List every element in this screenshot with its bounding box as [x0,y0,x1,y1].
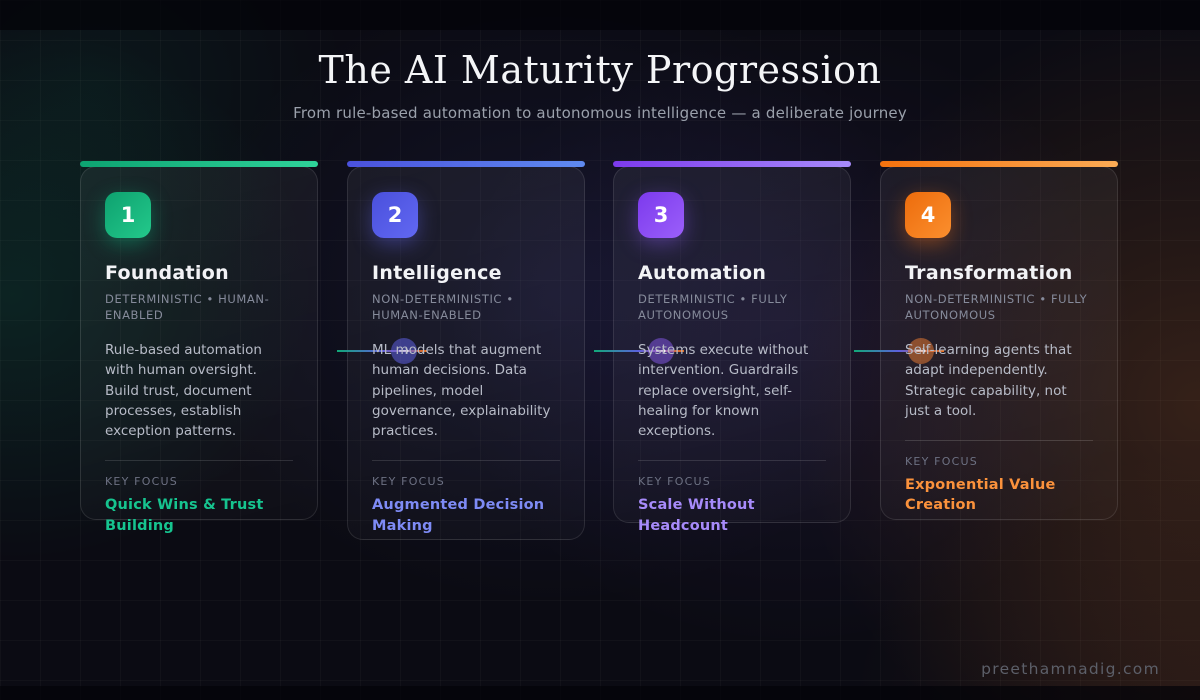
connector-gradient-line [337,350,427,352]
bottom-letterbox-band [0,686,1200,700]
stage-number-badge: 3 [638,192,684,238]
stage2-accent-bar [347,161,585,167]
stage-number-badge: 2 [372,192,418,238]
stage-title: Automation [638,262,767,284]
stage-description: ML models that augment human decisions. … [372,342,551,440]
divider [372,460,560,462]
stage-description: Systems execute without intervention. Gu… [638,342,809,440]
connector-gradient-line [854,350,944,352]
key-focus-value: Augmented Decision Making [372,497,545,534]
arrow-right-icon: → [648,338,674,364]
stage-card-automation: 3 Automation DETERMINISTIC • FULLY AUTON… [613,166,851,534]
stage1-accent-bar [80,161,318,167]
stage4-accent-bar [880,161,1118,167]
divider [105,460,293,462]
connector-gradient-line [594,350,684,352]
stage-title: Transformation [905,262,1073,284]
stage-title: Foundation [105,262,229,284]
stage-mode-label: NON-DETERMINISTIC • FULLY AUTONOMOUS [905,292,1088,323]
divider [638,460,826,462]
stage-mode-label: DETERMINISTIC • FULLY AUTONOMOUS [638,292,788,323]
stage-description: Self-learning agents that adapt independ… [905,342,1072,419]
key-focus-value: Quick Wins & Trust Building [105,497,264,534]
key-focus-label: KEY FOCUS [638,475,711,489]
stage-mode-label: NON-DETERMINISTIC • HUMAN-ENABLED [372,292,514,323]
stage-description: Rule-based automation with human oversig… [105,342,262,440]
stage-card-intelligence: 2 Intelligence NON-DETERMINISTIC • HUMAN… [347,166,585,540]
key-focus-label: KEY FOCUS [372,475,445,489]
page-title: The AI Maturity Progression [318,48,882,92]
stage-number-badge: 1 [105,192,151,238]
key-focus-label: KEY FOCUS [905,455,978,469]
top-letterbox-band [0,0,1200,30]
key-focus-label: KEY FOCUS [105,475,178,489]
stage-card-foundation: 1 Foundation DETERMINISTIC • HUMAN-ENABL… [80,166,318,534]
stage-mode-label: DETERMINISTIC • HUMAN-ENABLED [105,292,270,323]
divider [905,440,1093,442]
key-focus-value: Exponential Value Creation [905,477,1056,514]
page-subtitle: From rule-based automation to autonomous… [293,104,907,122]
arrow-right-icon: → [908,338,934,364]
key-focus-value: Scale Without Headcount [638,497,755,534]
stage-number-badge: 4 [905,192,951,238]
stage3-accent-bar [613,161,851,167]
watermark: preethamnadig.com [981,660,1160,678]
stage-card-transformation: 4 Transformation NON-DETERMINISTIC • FUL… [880,166,1118,520]
stage-title: Intelligence [372,262,502,284]
arrow-right-icon: → [391,338,417,364]
